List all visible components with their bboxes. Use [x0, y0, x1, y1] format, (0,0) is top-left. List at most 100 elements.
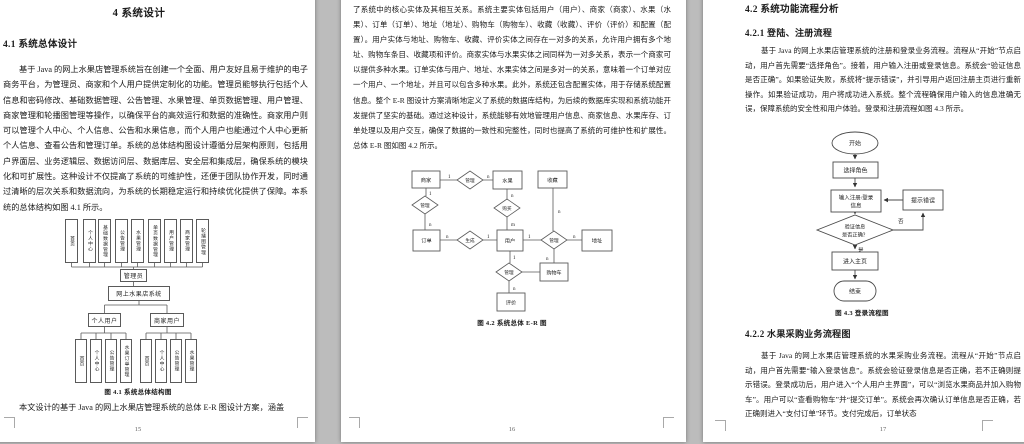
admin-module-box: 轮播图管理 — [196, 219, 209, 263]
admin-module-box: 商家管理 — [180, 219, 193, 263]
relation-label: 管理 — [465, 177, 475, 184]
process-shape — [830, 189, 882, 213]
cardinality: n — [573, 235, 576, 240]
er-relation-manage-right: 管理 — [540, 230, 568, 250]
module-label: 个人中心 — [87, 230, 92, 252]
entity-label: 订单 — [421, 237, 431, 245]
er-relation-manage-bottom: 管理 — [495, 262, 523, 282]
cardinality: n — [558, 210, 561, 215]
relation-diamond — [495, 262, 523, 282]
cardinality: 1 — [513, 256, 516, 261]
relation-label: 管理 — [504, 269, 514, 276]
er-relation-manage-left: 管理 — [411, 195, 439, 215]
personal-module-box: 首页 — [75, 339, 87, 383]
paragraph: 基于 Java 的网上水果店管理系统旨在创建一个全面、用户友好且易于维护的电子商… — [3, 65, 308, 212]
admin-module-box: 用户管理 — [164, 219, 177, 263]
subsection-heading-4-2-2: 4.2.2 水果采购业务流程图 — [745, 329, 851, 339]
personal-module-box: 公告管理 — [105, 339, 117, 383]
document-page-15: 4 系统设计 4.1 系统总体设计 基于 Java 的网上水果店管理系统旨在创建… — [0, 0, 315, 442]
relation-label: 管理 — [549, 237, 559, 244]
entity-box — [539, 262, 569, 282]
margin-mark — [297, 417, 308, 428]
module-label: 水果管理 — [188, 350, 194, 372]
margin-mark — [4, 417, 15, 428]
page-17-content: 4.2 系统功能流程分析 4.2.1 登陆、注册流程 基于 Java 的网上水果… — [715, 0, 1021, 442]
section-heading-4-1: 4.1 系统总体设计 — [3, 40, 78, 50]
node-label: 输入注册/登录 — [839, 194, 874, 202]
entity-box — [581, 229, 613, 252]
personal-module-box: 水果订单管理 — [120, 339, 132, 383]
admin-node: 管理员 — [120, 269, 147, 282]
flow-node-choose-role: 选择角色 — [832, 161, 879, 179]
entity-label: 评价 — [506, 299, 517, 307]
cardinality: n — [546, 257, 549, 262]
page-number: 16 — [508, 426, 516, 433]
entity-label: 地址 — [592, 237, 602, 245]
er-entity-cart: 购物车 — [539, 262, 569, 282]
entity-box — [492, 170, 523, 190]
entity-box — [537, 170, 568, 189]
node-label: 信息 — [850, 202, 862, 210]
er-cardinality-labels: 1 n 1 n n m n 1 1 n n n 1 n — [429, 175, 576, 292]
decision-shape — [815, 214, 895, 246]
node-label: 进入主页 — [843, 258, 867, 266]
cardinality: 1 — [429, 192, 432, 197]
section-heading-4-2: 4.2 系统功能流程分析 — [745, 5, 839, 15]
entity-label: 水果 — [502, 177, 512, 185]
entity-box — [496, 229, 524, 252]
admin-module-box: 单页数据管理 — [148, 219, 161, 263]
er-entity-order: 订单 — [412, 229, 441, 252]
process-shape — [902, 189, 944, 211]
cardinality: n — [429, 223, 432, 228]
admin-module-box: 个人中心 — [83, 219, 96, 263]
figure-4-1-structure-diagram: 首页 个人中心 基础数据管理 公告管理 水果管理 单页数据管理 用户管理 商家管… — [3, 217, 308, 385]
module-label: 基础数据管理 — [102, 224, 107, 258]
entity-label: 商家 — [421, 176, 431, 184]
entity-label: 购物车 — [546, 270, 561, 277]
entity-label: 用户 — [505, 237, 515, 245]
cardinality: 1 — [448, 175, 451, 180]
arrow — [893, 212, 926, 231]
relation-diamond — [493, 198, 521, 218]
node-label: 验证信息 — [845, 223, 866, 231]
flow-node-input-info: 输入注册/登录 信息 — [830, 189, 882, 213]
module-label: 首页 — [78, 355, 84, 367]
admin-module-box: 基础数据管理 — [98, 219, 111, 263]
module-label: 公告管理 — [173, 350, 179, 372]
chapter-heading: 4 系统设计 — [112, 8, 166, 19]
figure-4-2-er-diagram: 商家 水果 收藏 订单 用户 — [411, 170, 613, 312]
figure-4-3-caption: 图 4.3 登录流程图 — [835, 310, 889, 317]
merchant-module-box: 公告管理 — [170, 339, 182, 383]
node-label: 选择角色 — [843, 167, 867, 175]
process-shape — [832, 161, 879, 179]
entity-box — [496, 292, 526, 312]
module-label: 水果管理 — [135, 230, 140, 252]
branch-label-no: 否 — [898, 218, 904, 225]
node-label: 结束 — [849, 288, 861, 296]
terminator-shape — [833, 280, 877, 302]
flow-arrows — [852, 154, 926, 280]
relation-diamond — [411, 195, 439, 215]
flow-node-home: 进入主页 — [831, 251, 879, 271]
relation-diamond — [456, 170, 484, 190]
merchant-module-box: 首页 — [140, 339, 152, 383]
er-entity-review: 评价 — [496, 292, 526, 312]
cardinality: n — [487, 175, 490, 180]
admin-module-box: 首页 — [65, 219, 78, 263]
flow-node-error: 提示错误 — [902, 189, 944, 211]
module-label: 商家管理 — [184, 230, 189, 252]
margin-mark — [982, 420, 993, 431]
module-label: 轮播图管理 — [200, 227, 205, 255]
subsection-heading-4-2-1: 4.2.1 登陆、注册流程 — [745, 28, 833, 38]
cardinality: 1 — [487, 235, 490, 240]
admin-module-box: 公告管理 — [115, 219, 128, 263]
process-shape — [831, 251, 879, 271]
entity-box — [412, 229, 441, 252]
er-entity-address: 地址 — [581, 229, 613, 252]
paragraph: 了系统中的核心实体及其相互关系。系统主要实体包括用户（用户）、商家（商家）、水果… — [353, 5, 671, 150]
cardinality: n — [446, 235, 449, 240]
branch-label-yes: 是 — [858, 247, 864, 254]
er-entity-favorite: 收藏 — [537, 170, 568, 189]
admin-module-box: 水果管理 — [131, 219, 144, 263]
